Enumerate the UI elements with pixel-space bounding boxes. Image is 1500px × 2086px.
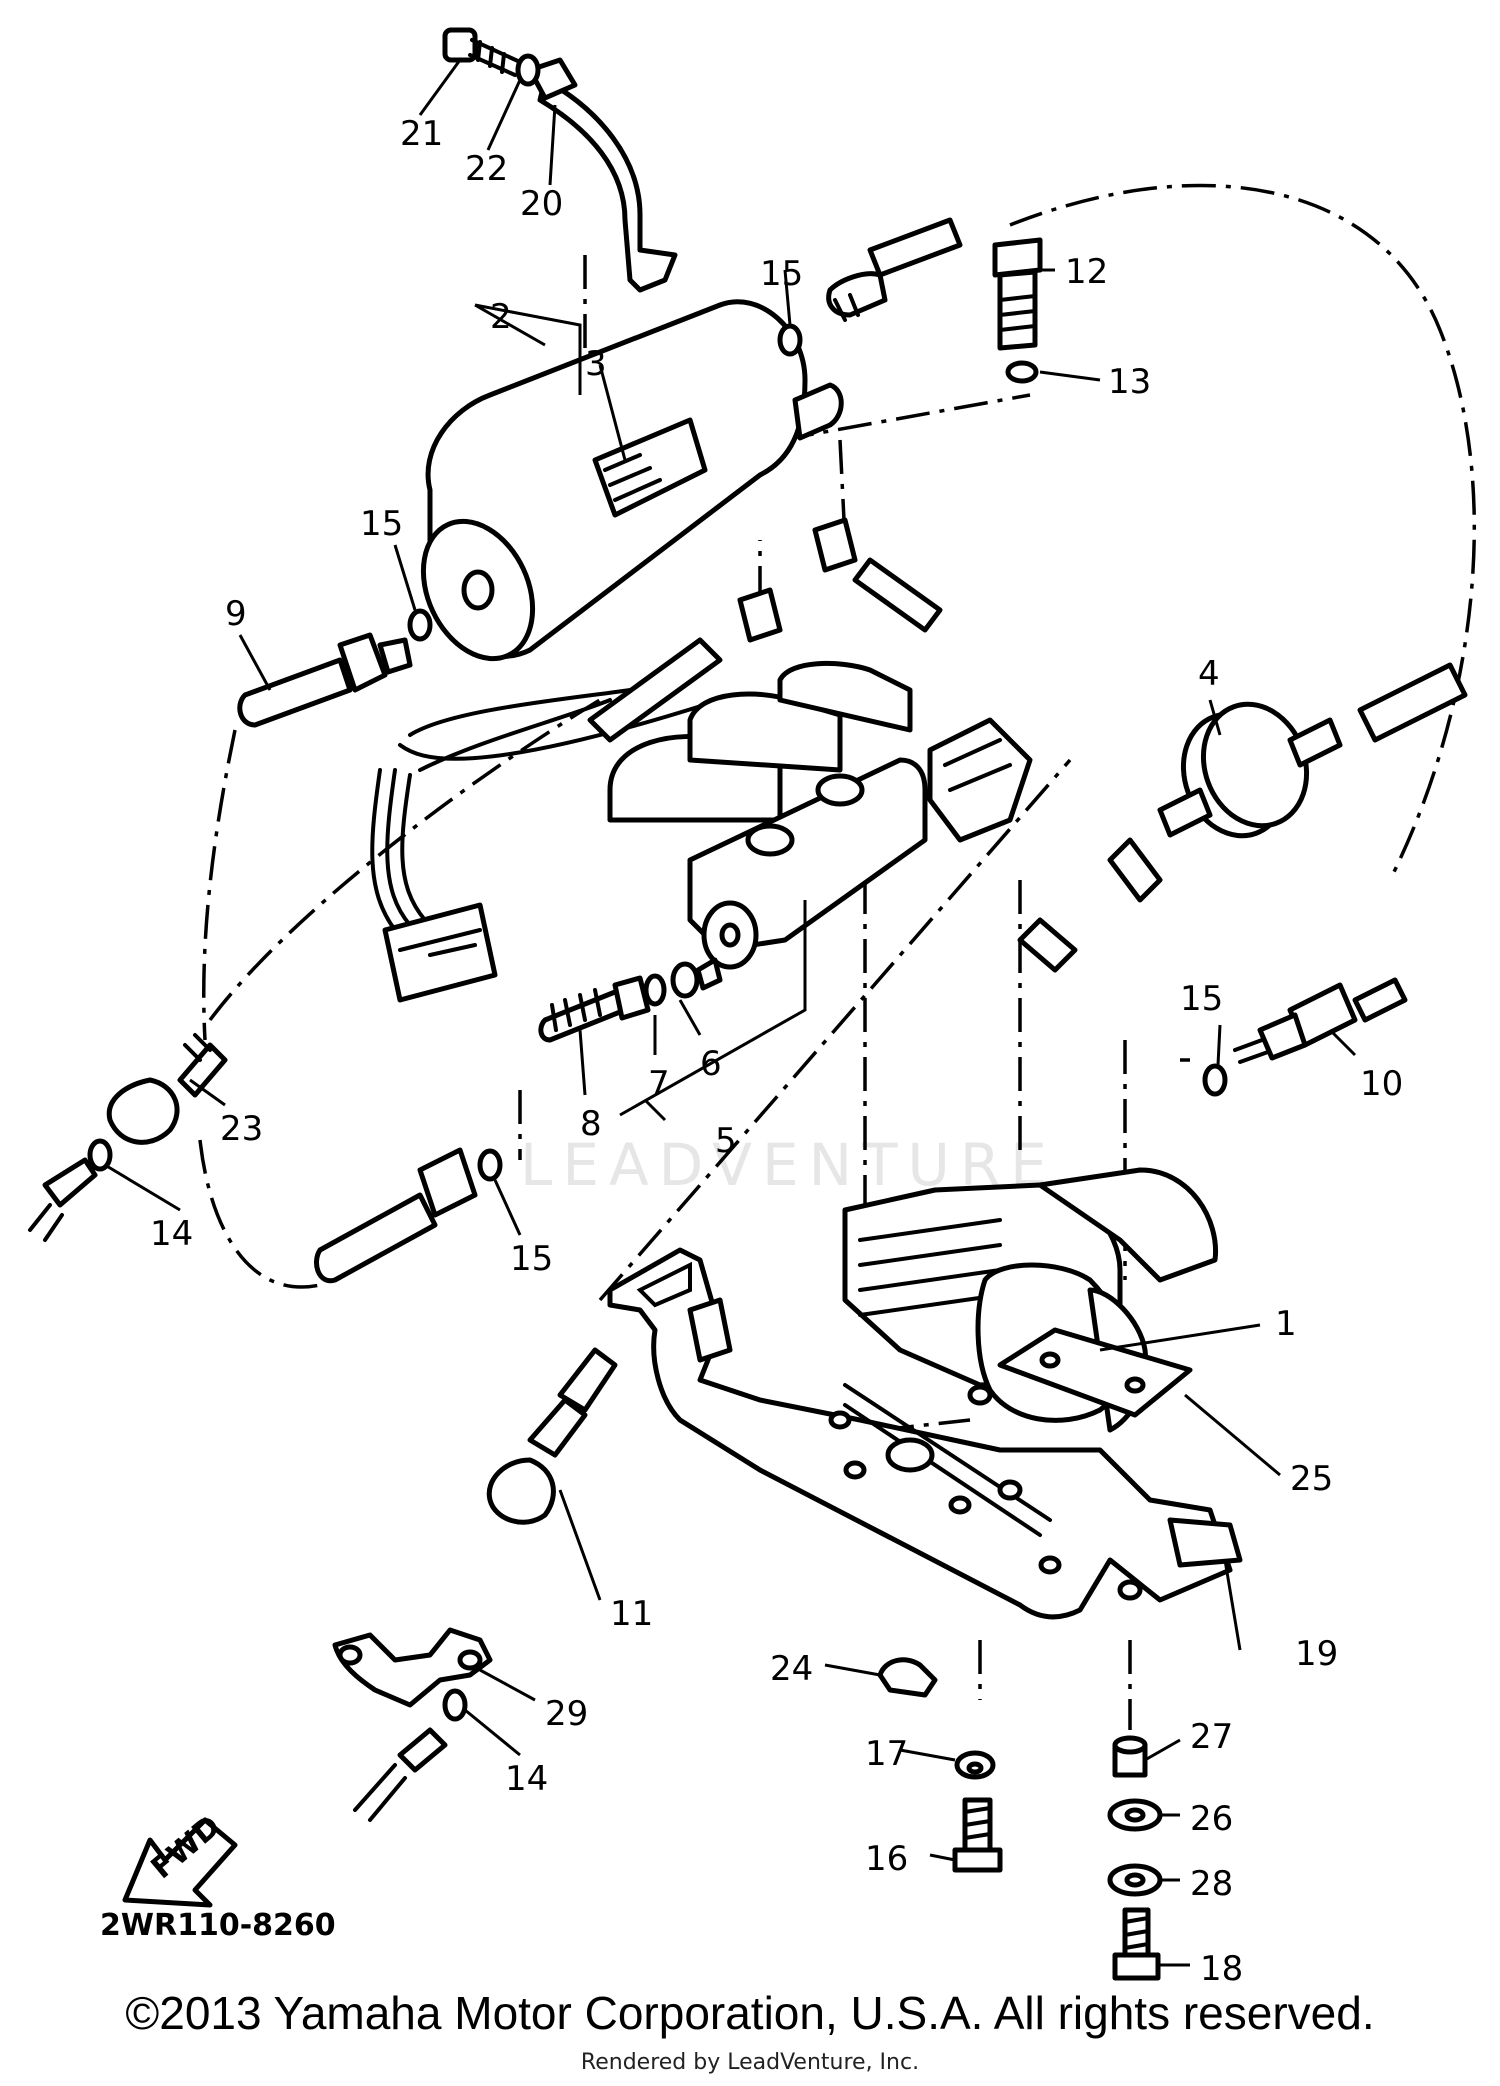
callout-18: 18 bbox=[1200, 1949, 1243, 1989]
part-fitting-lower bbox=[314, 1147, 478, 1284]
part-hoses-upper bbox=[587, 557, 943, 743]
callout-9: 9 bbox=[225, 594, 247, 634]
part-pump-motor bbox=[420, 299, 844, 662]
callout-23: 23 bbox=[220, 1109, 263, 1149]
callout-6: 6 bbox=[700, 1044, 722, 1084]
callout-1: 1 bbox=[1275, 1304, 1297, 1344]
callout-28: 28 bbox=[1190, 1864, 1233, 1904]
part-fasteners-right bbox=[1107, 1735, 1163, 1981]
callout-19: 19 bbox=[1295, 1634, 1338, 1674]
part-damper-4 bbox=[1157, 701, 1343, 839]
callout-12: 12 bbox=[1065, 252, 1108, 292]
callout-27: 27 bbox=[1190, 1717, 1233, 1757]
callout-4: 4 bbox=[1198, 654, 1220, 694]
callout-15b: 15 bbox=[360, 504, 403, 544]
leader-lines bbox=[104, 59, 1357, 1967]
part-clamp-bracket bbox=[527, 57, 678, 293]
part-washer-13 bbox=[1005, 360, 1039, 384]
copyright-notice: ©2013 Yamaha Motor Corporation, U.S.A. A… bbox=[125, 1987, 1375, 2039]
part-hoses-right bbox=[1017, 662, 1468, 973]
part-bracket-19 bbox=[607, 1247, 1243, 1620]
callout-15a: 15 bbox=[760, 254, 803, 294]
callout-14a: 14 bbox=[150, 1214, 193, 1254]
fwd-arrow-icon: FWD bbox=[122, 1809, 238, 1908]
callout-20: 20 bbox=[520, 184, 563, 224]
callout-labels: 1 2 3 4 5 6 7 8 9 10 11 12 13 14 14 15 1… bbox=[150, 114, 1403, 1989]
callout-15c: 15 bbox=[1180, 979, 1223, 1019]
part-banjo-bolt-12 bbox=[992, 237, 1043, 351]
callout-14b: 14 bbox=[505, 1759, 548, 1799]
part-hydraulic-unit bbox=[370, 517, 1033, 1003]
callout-7: 7 bbox=[648, 1064, 670, 1104]
part-washer-22 bbox=[515, 53, 541, 87]
callout-26: 26 bbox=[1190, 1799, 1233, 1839]
part-fitting-10 bbox=[1233, 977, 1408, 1064]
callout-3: 3 bbox=[585, 344, 607, 384]
callout-16: 16 bbox=[865, 1839, 908, 1879]
callout-13: 13 bbox=[1108, 362, 1151, 402]
callout-8: 8 bbox=[580, 1104, 602, 1144]
part-fitting-9 bbox=[237, 632, 413, 728]
diagram-code: 2WR110-8260 bbox=[100, 1908, 336, 1943]
part-valve-fittings bbox=[538, 957, 723, 1043]
callout-17: 17 bbox=[865, 1734, 908, 1774]
callout-10: 10 bbox=[1360, 1064, 1403, 1104]
part-plate-25 bbox=[997, 1327, 1193, 1418]
part-fitting-11 bbox=[486, 1347, 618, 1525]
callout-22: 22 bbox=[465, 149, 508, 189]
part-fasteners-left bbox=[877, 1657, 1003, 1873]
callout-29: 29 bbox=[545, 1694, 588, 1734]
callout-21: 21 bbox=[400, 114, 443, 154]
part-bracket-29 bbox=[332, 1627, 493, 1822]
callout-11: 11 bbox=[610, 1594, 653, 1634]
part-fitting-23 bbox=[28, 1033, 228, 1242]
callout-2: 2 bbox=[490, 297, 512, 337]
rendered-by-credit: Rendered by LeadVenture, Inc. bbox=[580, 2050, 920, 2075]
part-hose-top bbox=[826, 217, 963, 322]
part-bolt-21 bbox=[442, 27, 522, 77]
callout-5: 5 bbox=[715, 1121, 737, 1161]
callout-15d: 15 bbox=[510, 1239, 553, 1279]
callout-25: 25 bbox=[1290, 1459, 1333, 1499]
part-o-rings-15 bbox=[407, 323, 1228, 1182]
callout-24: 24 bbox=[770, 1649, 813, 1689]
